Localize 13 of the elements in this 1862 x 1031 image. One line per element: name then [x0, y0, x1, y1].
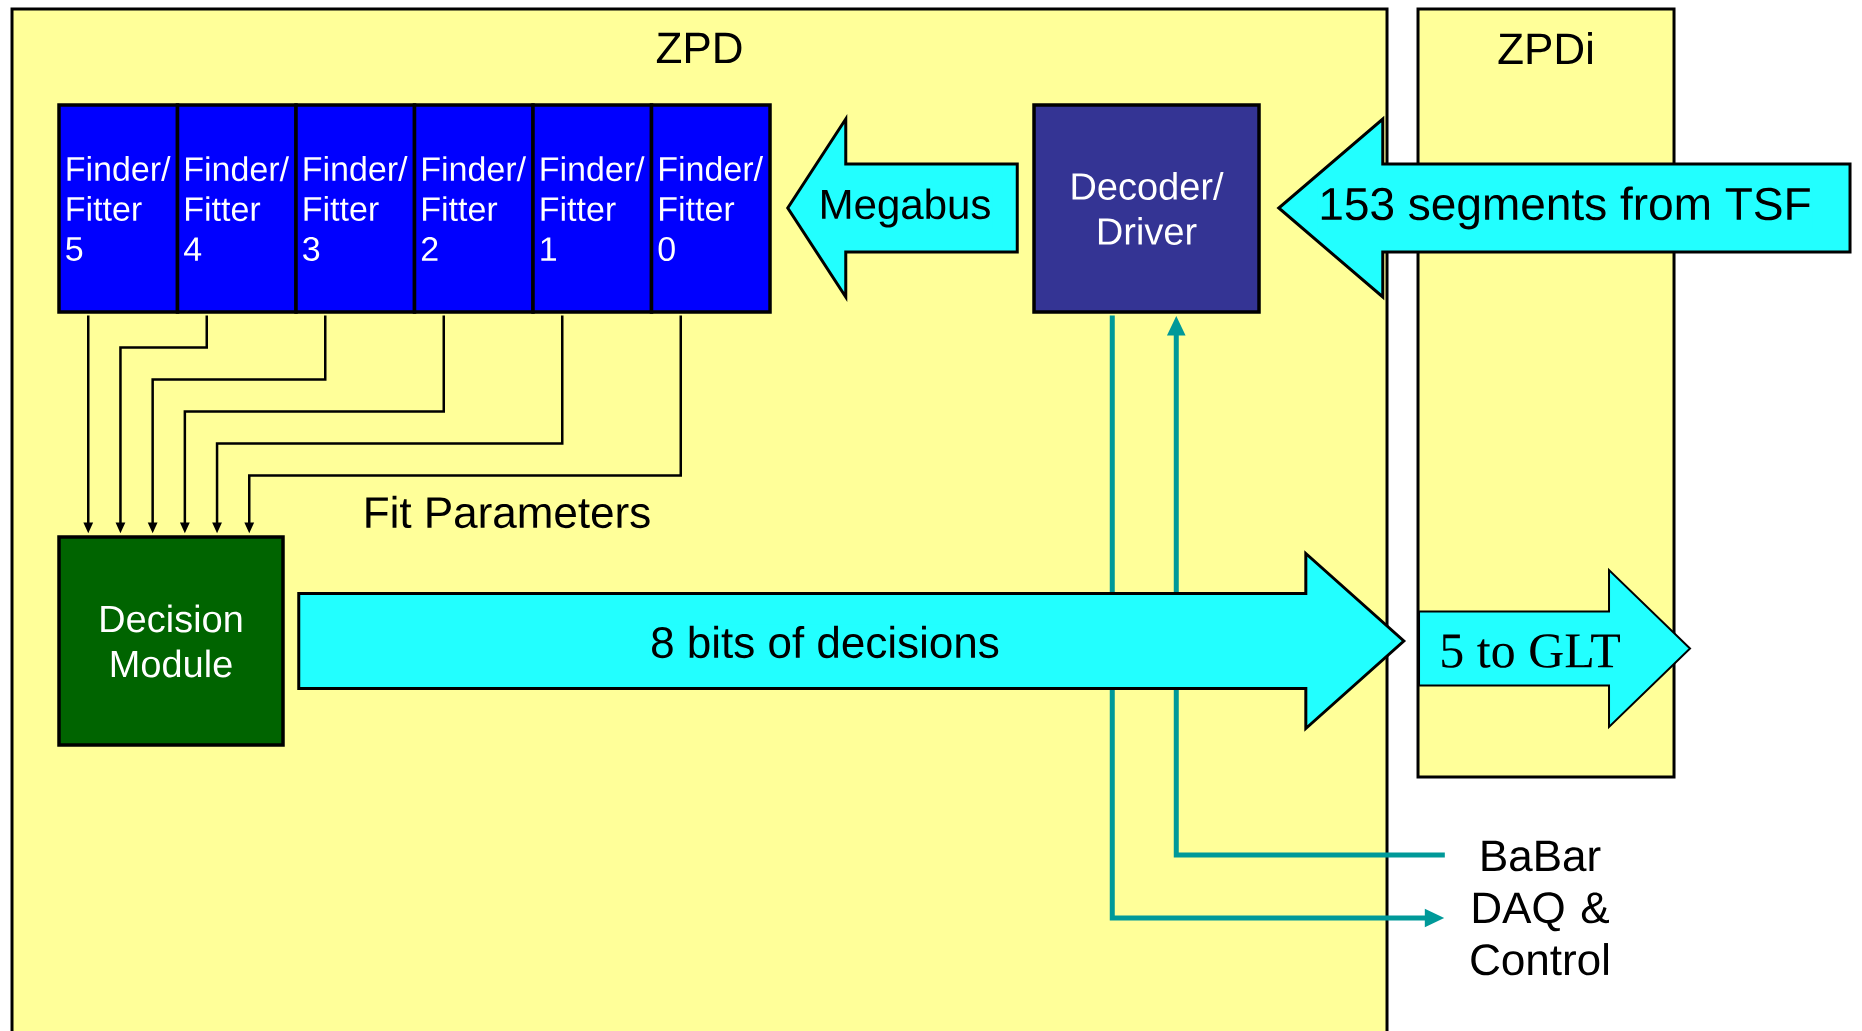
text-label: Fit Parameters: [366, 495, 650, 529]
module-box: Decision Module: [57, 535, 285, 747]
block-arrow: [297, 550, 1407, 732]
process-box: Finder/ Fitter 0: [649, 103, 772, 314]
edge-label: 8 bits of decisions: [649, 624, 1001, 660]
edge-label: Megabus: [817, 187, 993, 229]
process-box: Finder/ Fitter 3: [294, 103, 417, 314]
process-box: Finder/ Fitter 4: [175, 103, 298, 314]
text-label: BaBar DAQ & Control: [1471, 840, 1609, 976]
process-box: Finder/ Fitter 2: [412, 103, 535, 314]
module-box: Decoder/ Driver: [1032, 103, 1261, 314]
process-box: Finder/ Fitter 1: [531, 103, 654, 314]
process-box: Finder/ Fitter 5: [57, 103, 180, 314]
